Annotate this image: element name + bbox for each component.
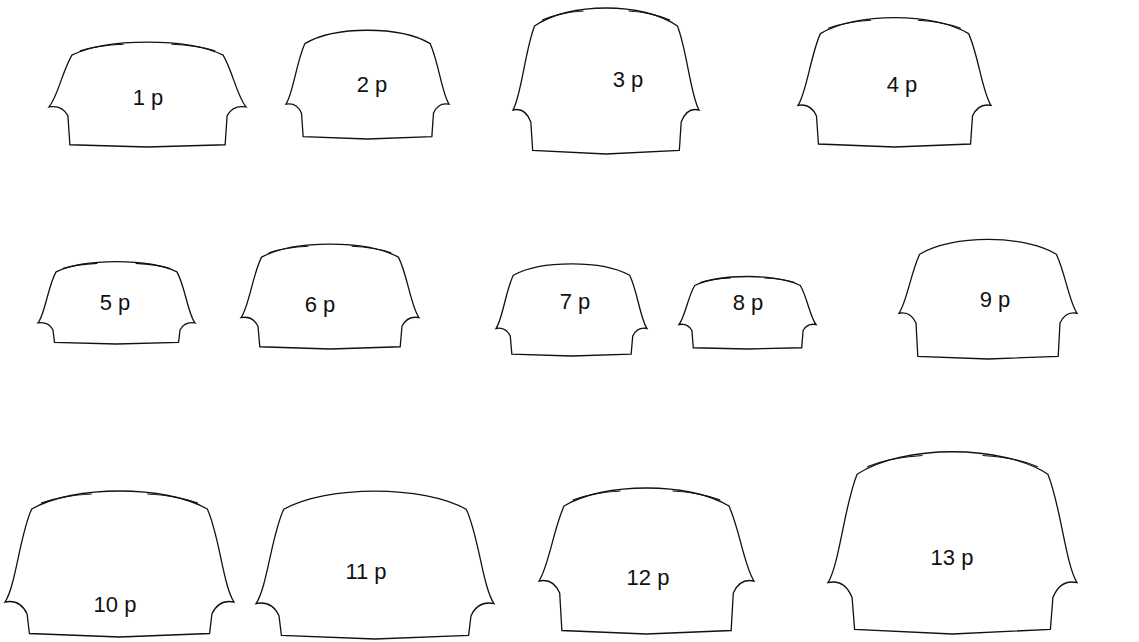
pronotum-outline: 13 p bbox=[827, 448, 1078, 635]
pronotum-contour bbox=[899, 239, 1077, 359]
pronotum-contour bbox=[496, 264, 647, 356]
specimen-label: 11 p bbox=[345, 560, 386, 584]
apical-margin bbox=[269, 246, 391, 252]
specimen-label: 10 p bbox=[94, 593, 137, 617]
specimen-label: 1 p bbox=[133, 86, 164, 110]
pronotum-outline: 4 p bbox=[797, 15, 992, 148]
specimen-label: 12 p bbox=[627, 566, 670, 590]
apical-margin bbox=[867, 455, 1038, 466]
specimen-label: 3 p bbox=[613, 68, 644, 92]
specimen-label: 7 p bbox=[560, 290, 591, 314]
pronotum-outline: 10 p bbox=[4, 488, 235, 638]
pronotum-contour bbox=[539, 488, 754, 634]
pronotum-outline: 11 p bbox=[255, 488, 495, 640]
pronotum-contour bbox=[798, 18, 991, 147]
pronotum-contour bbox=[5, 491, 234, 637]
pronotum-outline: 6 p bbox=[240, 242, 420, 350]
pronotum-outline: 3 p bbox=[512, 5, 700, 155]
outline-svg bbox=[827, 448, 1078, 635]
specimen-label: 2 p bbox=[357, 73, 388, 97]
pronotum-contour bbox=[241, 244, 419, 349]
apical-margin bbox=[542, 11, 670, 20]
specimen-label: 8 p bbox=[733, 291, 764, 315]
pronotum-contour bbox=[256, 491, 494, 639]
pronotum-contour bbox=[38, 262, 195, 344]
specimen-label: 4 p bbox=[887, 73, 918, 97]
outline-svg bbox=[512, 5, 700, 155]
pronotum-contour bbox=[828, 452, 1077, 634]
pronotum-outline: 9 p bbox=[898, 237, 1078, 360]
apical-margin bbox=[700, 278, 795, 283]
apical-margin bbox=[828, 20, 961, 28]
pronotum-outline: 12 p bbox=[538, 485, 755, 635]
apical-margin bbox=[573, 491, 721, 500]
pronotum-outline: 7 p bbox=[495, 262, 648, 357]
apical-margin bbox=[41, 494, 198, 503]
apical-margin bbox=[62, 263, 170, 268]
specimen-label: 13 p bbox=[931, 546, 974, 570]
specimen-label: 9 p bbox=[980, 288, 1011, 312]
pronotum-outline: 2 p bbox=[285, 28, 450, 140]
pronotum-contour bbox=[286, 30, 449, 139]
pronotum-contour bbox=[49, 42, 246, 147]
pronotum-contour bbox=[513, 8, 699, 154]
pronotum-outline: 5 p bbox=[37, 260, 196, 345]
apical-margin bbox=[80, 44, 215, 50]
specimen-label: 5 p bbox=[100, 291, 131, 315]
pronotum-outline: 8 p bbox=[678, 275, 817, 350]
pronotum-outline: 1 p bbox=[48, 40, 247, 148]
outline-svg bbox=[538, 485, 755, 635]
pronotum-contour bbox=[679, 277, 816, 350]
specimen-label: 6 p bbox=[305, 293, 336, 317]
